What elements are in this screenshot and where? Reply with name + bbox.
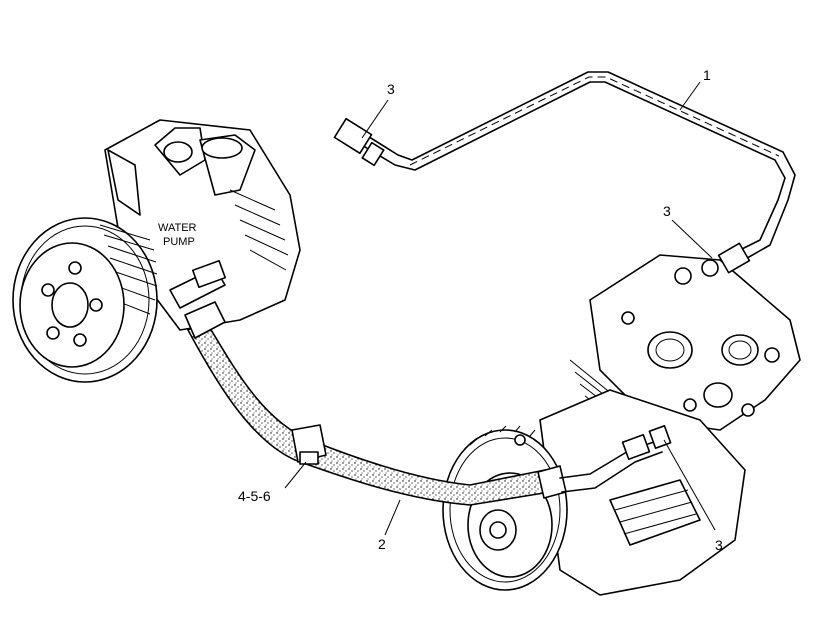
callout-1: 1 [703,67,711,83]
water-pump: WATER PUMP [12,119,301,383]
hose-2 [184,301,567,506]
callout-3-right: 3 [663,203,671,219]
callout-3-top-left: 3 [387,81,395,97]
lower-tube [559,425,672,493]
callout-4-5-6: 4-5-6 [238,488,271,504]
tube-1 [333,71,796,277]
leader-lines [284,81,716,536]
compressor-assembly [442,254,801,596]
pump-label-line1: WATER [158,222,197,234]
pump-label-line2: PUMP [163,236,195,248]
callout-3-bottom: 3 [715,537,723,553]
callout-2: 2 [378,536,386,552]
